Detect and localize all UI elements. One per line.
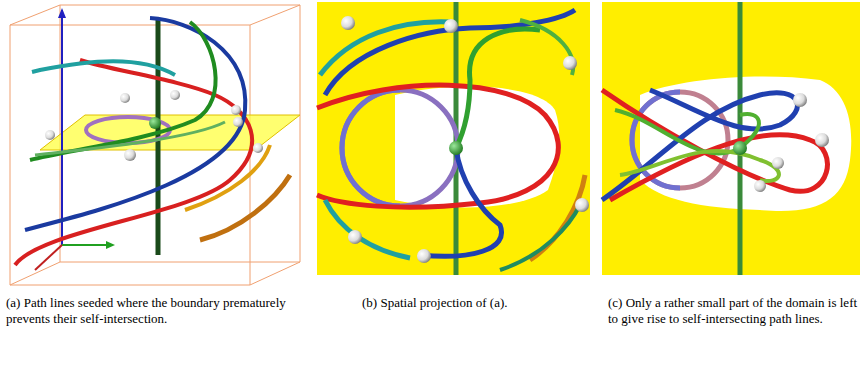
subfigure-caption: (b) Spatial projection of (a).: [362, 295, 587, 311]
panel-a: [10, 5, 300, 285]
subfigure-caption: (c) Only a rather small part of the doma…: [608, 295, 858, 326]
panel-c: [602, 2, 860, 275]
panel-b: [317, 2, 590, 275]
subfigure-caption: (a) Path lines seeded where the boundary…: [6, 295, 306, 326]
